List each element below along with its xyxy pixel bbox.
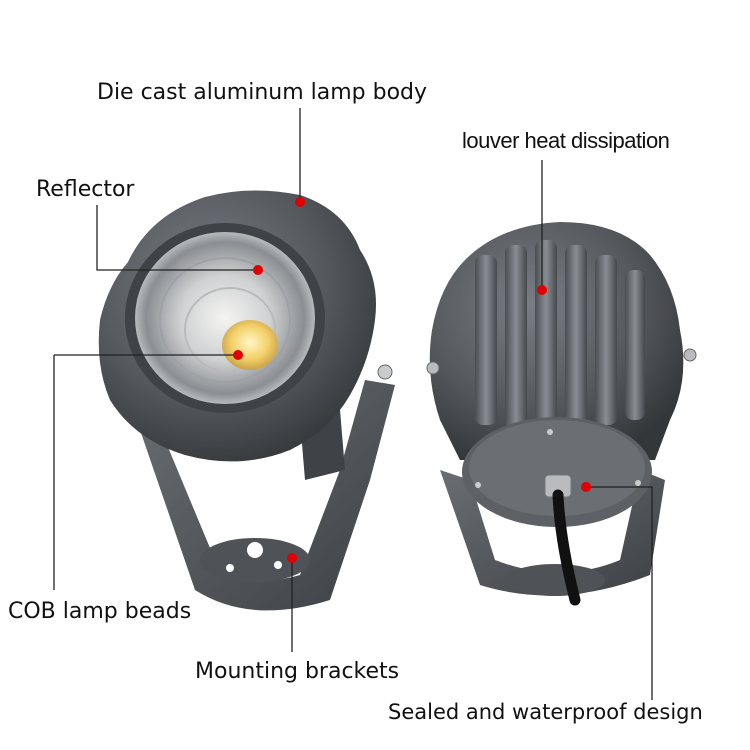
pivot-screw (377, 364, 393, 380)
marker-cob (233, 350, 243, 360)
cover-screw (547, 429, 553, 435)
left-cob-chip (222, 320, 278, 370)
leader-reflector (96, 205, 258, 271)
leader-lines (53, 108, 653, 700)
back-cover-face (469, 420, 645, 516)
marker-reflector (253, 265, 263, 275)
reflector-ring (184, 287, 276, 373)
label-mounting-brackets: Mounting brackets (195, 659, 400, 684)
reflector-ring (159, 257, 291, 383)
leader-sealed (586, 486, 653, 700)
marker-louver (537, 285, 547, 295)
marker-body (295, 197, 305, 207)
bracket-hole (226, 564, 234, 572)
callout-markers (233, 197, 591, 563)
bracket-hole (274, 561, 282, 569)
label-reflector: Reflector (36, 177, 135, 202)
marker-sealed (581, 482, 591, 492)
right-lamp (426, 222, 697, 606)
left-lamp (98, 190, 395, 611)
marker-brackets (287, 553, 297, 563)
pivot-screw (683, 348, 697, 362)
bracket-hole (247, 542, 263, 558)
label-louver: louver heat dissipation (462, 128, 670, 153)
right-mounting-bracket (440, 470, 665, 596)
right-bracket-plate (505, 564, 605, 596)
power-cable (552, 489, 581, 606)
pivot-screw (426, 361, 440, 375)
label-sealed: Sealed and waterproof design (388, 700, 703, 724)
label-cob-beads: COB lamp beads (8, 599, 192, 624)
label-lamp-body: Die cast aluminum lamp body (97, 80, 428, 105)
cover-screw (475, 482, 481, 488)
cover-screw (635, 480, 641, 486)
